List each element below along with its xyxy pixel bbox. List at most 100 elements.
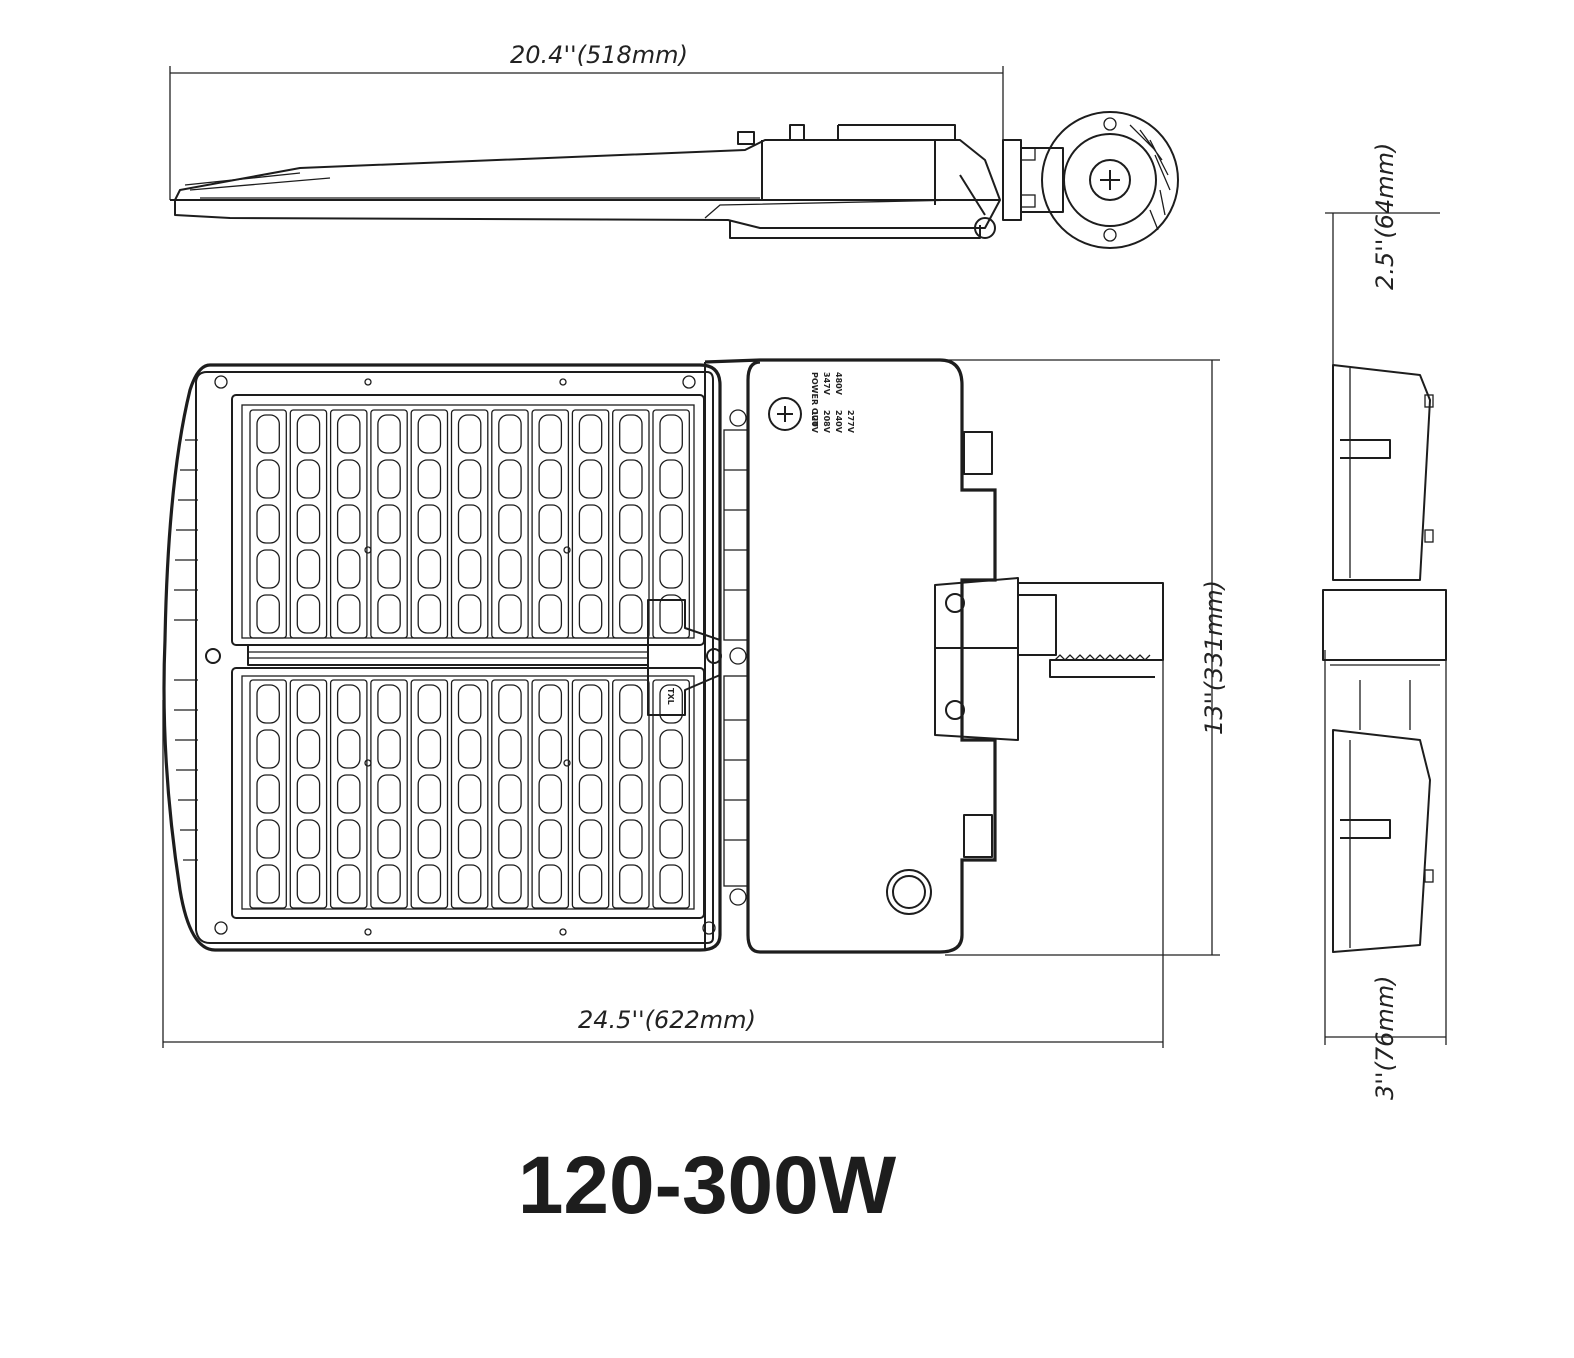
led-lens [377, 459, 401, 499]
led-strip [652, 409, 690, 639]
led-lens [659, 864, 683, 904]
led-strip [612, 679, 650, 909]
led-strip [571, 409, 610, 639]
led-lens [578, 729, 603, 769]
led-strip [531, 409, 570, 639]
led-lens [377, 549, 401, 589]
led-lens [457, 729, 482, 769]
led-lens [578, 504, 603, 544]
led-lens [619, 684, 643, 724]
led-strip [612, 409, 650, 639]
led-lens [336, 864, 361, 904]
led-lens [336, 684, 361, 724]
power-label: 480V [834, 372, 843, 396]
led-strip [370, 679, 408, 909]
led-strip [491, 409, 529, 639]
led-lens [659, 774, 683, 814]
led-strip [289, 679, 328, 909]
power-label: 277V [846, 410, 855, 434]
led-lens [498, 414, 522, 454]
led-lens [256, 414, 280, 454]
led-lens [538, 594, 563, 634]
led-strip [652, 679, 690, 909]
led-lens [538, 459, 563, 499]
led-strip [531, 679, 570, 909]
led-lens [296, 774, 321, 814]
led-lens [498, 684, 522, 724]
led-lens [336, 504, 361, 544]
led-lens [457, 774, 482, 814]
led-lens [498, 864, 522, 904]
led-lens [377, 414, 401, 454]
led-strip [329, 679, 368, 909]
led-strip [249, 679, 287, 909]
led-strip [289, 409, 328, 639]
led-lens [256, 459, 280, 499]
led-lens [377, 504, 401, 544]
led-lens [256, 864, 280, 904]
led-lens [538, 504, 563, 544]
led-lens [457, 504, 482, 544]
led-lens [256, 819, 280, 859]
dim-side-length: 20.4''(518mm) [510, 41, 688, 69]
led-lens [296, 864, 321, 904]
led-lens [296, 594, 321, 634]
led-lens [417, 819, 442, 859]
dim-width: 13''(331mm) [1200, 580, 1228, 735]
led-lens [659, 549, 683, 589]
led-lens [538, 864, 563, 904]
led-lens [578, 594, 603, 634]
led-lens [457, 684, 482, 724]
led-lens [336, 819, 361, 859]
led-lens [498, 459, 522, 499]
led-lens [619, 459, 643, 499]
led-lens [578, 414, 603, 454]
power-label: 120V [810, 410, 819, 434]
power-label: 208V [822, 410, 831, 434]
led-lens [256, 549, 280, 589]
led-lens [256, 504, 280, 544]
led-lens [659, 459, 683, 499]
led-lens [619, 504, 643, 544]
led-lens [538, 729, 563, 769]
led-lens [457, 819, 482, 859]
dim-arm: 3''(76mm) [1371, 976, 1399, 1101]
led-lens [538, 549, 563, 589]
led-lens [417, 729, 442, 769]
led-lens [498, 819, 522, 859]
led-lens [498, 549, 522, 589]
led-lens [256, 774, 280, 814]
led-lens [457, 459, 482, 499]
led-lens [336, 774, 361, 814]
led-strip [410, 409, 449, 639]
led-lens [417, 594, 442, 634]
led-lens [457, 864, 482, 904]
led-lens [578, 549, 603, 589]
dim-height: 2.5''(64mm) [1371, 143, 1399, 290]
led-lens [659, 594, 683, 634]
led-lens [296, 504, 321, 544]
led-strip [370, 409, 408, 639]
side-view: 20.4''(518mm) [169, 41, 1179, 249]
led-strip [329, 409, 368, 639]
led-lens [578, 774, 603, 814]
led-lens [619, 774, 643, 814]
led-lens [377, 684, 401, 724]
led-strip [450, 409, 489, 639]
led-lens [296, 684, 321, 724]
led-lens [377, 729, 401, 769]
led-lens [498, 504, 522, 544]
led-lens [619, 594, 643, 634]
power-label: POWER OUT [810, 372, 819, 427]
dim-total-length: 24.5''(622mm) [578, 1006, 756, 1034]
led-lens [417, 684, 442, 724]
led-lens [296, 549, 321, 589]
led-lens [296, 459, 321, 499]
led-lens [296, 729, 321, 769]
power-label: 347V [822, 372, 831, 396]
led-lens [336, 729, 361, 769]
led-lens [256, 684, 280, 724]
led-lens [538, 819, 563, 859]
led-lens [256, 594, 280, 634]
